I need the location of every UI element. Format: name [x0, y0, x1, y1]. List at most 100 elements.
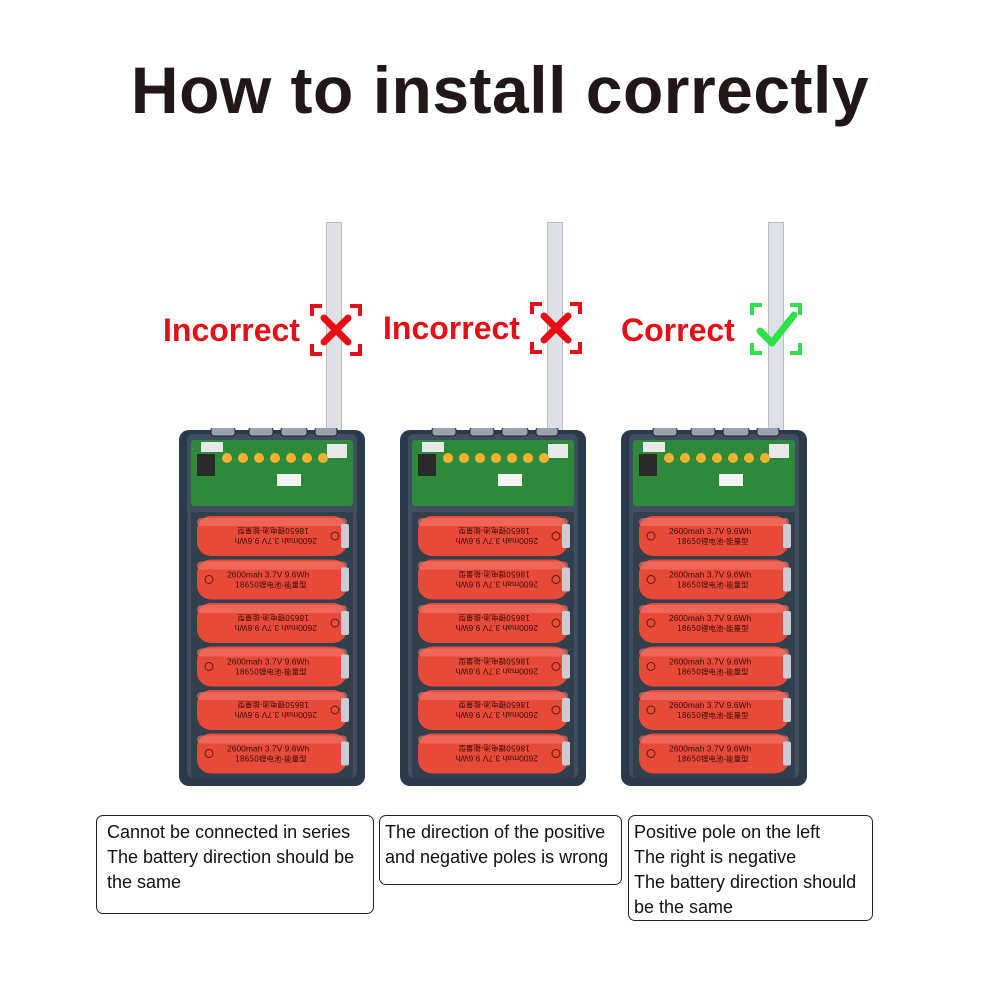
pole-symbol	[646, 662, 656, 671]
battery-type-text: 18650锂电池-能量型	[458, 526, 530, 536]
cross-icon	[530, 302, 582, 354]
pole-symbol	[551, 575, 561, 584]
battery-highlight	[197, 648, 347, 657]
component	[270, 453, 280, 463]
connector	[201, 442, 223, 452]
caption-line: Cannot be connected in series	[107, 822, 351, 842]
battery-type-text: 18650锂电池-能量型	[677, 536, 749, 546]
pole-symbol	[204, 749, 214, 758]
battery-type-text: 18650锂电池-能量型	[458, 657, 530, 667]
caption-box-3: Positive pole on the left The right is n…	[628, 815, 873, 921]
usb-port	[722, 428, 750, 437]
connector	[327, 444, 347, 458]
battery-spec-text: 2600mah 3.7V 9.6Wh	[456, 580, 538, 590]
component	[491, 453, 501, 463]
caption-line: The direction of the positive	[385, 822, 606, 842]
battery-type-text: 18650锂电池-能量型	[235, 754, 307, 764]
battery-highlight	[197, 692, 347, 700]
spring-contact	[562, 698, 570, 722]
usb-port	[469, 428, 495, 437]
spring-contact	[341, 741, 349, 766]
connector	[643, 442, 665, 452]
spring-contact	[562, 654, 570, 679]
battery-highlight	[418, 692, 568, 700]
caption-line: The battery direction should be	[107, 847, 355, 867]
component	[254, 453, 264, 463]
battery-highlight	[418, 735, 568, 744]
battery-highlight	[418, 518, 568, 526]
battery-type-text: 18650锂电池-能量型	[458, 613, 530, 623]
usb-port	[280, 428, 308, 437]
battery-highlight	[418, 605, 568, 613]
battery-spec-text: 2600mah 3.7V 9.6Wh	[235, 536, 317, 546]
pole-symbol	[551, 662, 561, 671]
spring-contact	[783, 698, 791, 722]
component	[760, 453, 770, 463]
pole-symbol	[204, 662, 214, 671]
battery-type-text: 18650锂电池-能量型	[237, 526, 309, 536]
spring-contact	[341, 567, 349, 592]
battery-spec-text: 2600mah 3.7V 9.6Wh	[456, 754, 538, 764]
battery-type-text: 18650锂电池-能量型	[235, 667, 307, 677]
usb-port	[652, 428, 678, 437]
usb-port	[756, 428, 780, 437]
battery-type-text: 18650锂电池-能量型	[677, 667, 749, 677]
led-strip	[498, 474, 522, 486]
led-strip	[719, 474, 743, 486]
component	[728, 453, 738, 463]
component	[475, 453, 485, 463]
pole-symbol	[646, 749, 656, 758]
battery-type-text: 18650锂电池-能量型	[237, 613, 309, 623]
battery-highlight	[639, 692, 789, 700]
battery-highlight	[639, 561, 789, 570]
component	[286, 453, 296, 463]
battery-type-text: 18650锂电池-能量型	[458, 744, 530, 754]
battery-type-text: 18650锂电池-能量型	[458, 570, 530, 580]
pole-symbol	[646, 531, 656, 541]
component	[443, 453, 453, 463]
spring-contact	[783, 741, 791, 766]
battery-spec-text: 2600mah 3.7V 9.6Wh	[669, 526, 751, 536]
battery-spec-text: 2600mah 3.7V 9.6Wh	[227, 657, 309, 667]
pole-symbol	[330, 531, 340, 541]
panel-1-label: Incorrect	[163, 312, 300, 348]
panel-3-label: Correct	[621, 312, 735, 348]
caption-box-2: The direction of the positive and negati…	[379, 815, 622, 885]
usb-port	[501, 428, 529, 437]
spring-contact	[341, 611, 349, 635]
battery-spec-text: 2600mah 3.7V 9.6Wh	[456, 536, 538, 546]
battery-highlight	[197, 735, 347, 744]
battery-spec-text: 2600mah 3.7V 9.6Wh	[456, 623, 538, 633]
battery-type-text: 18650锂电池-能量型	[677, 580, 749, 590]
caption-line: the same	[107, 872, 182, 892]
component	[744, 453, 754, 463]
component	[696, 453, 706, 463]
component	[507, 453, 517, 463]
usb-port	[431, 428, 457, 437]
component	[664, 453, 674, 463]
check-icon	[750, 303, 802, 355]
battery-spec-text: 2600mah 3.7V 9.6Wh	[456, 710, 538, 720]
connector	[548, 444, 568, 458]
usb-port	[535, 428, 559, 437]
